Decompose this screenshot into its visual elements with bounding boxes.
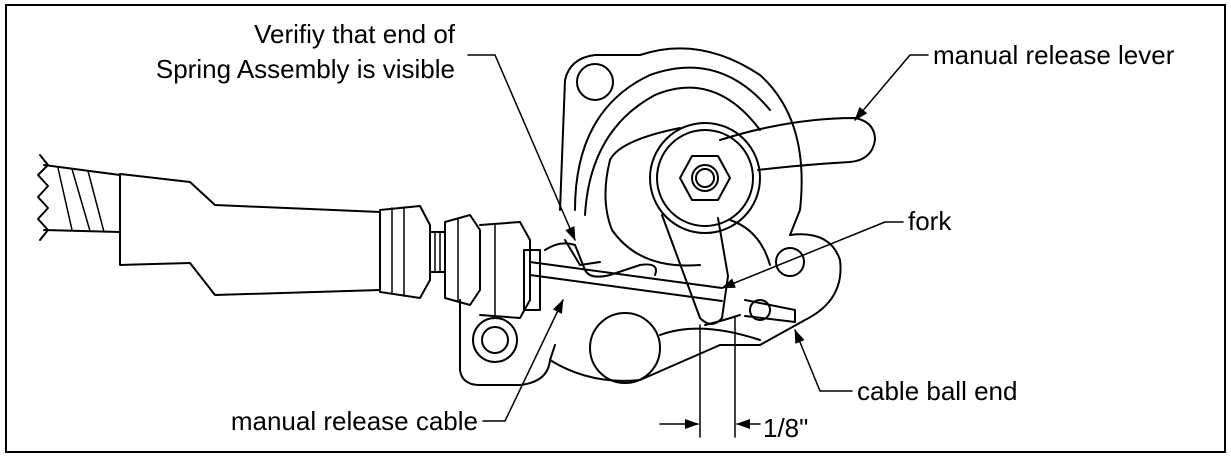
mount-hole-right — [775, 247, 805, 277]
lever-label: manual release lever — [933, 40, 1175, 70]
cable-label: manual release cable — [231, 406, 478, 436]
ball-end-label: cable ball end — [857, 376, 1017, 406]
leader-cable — [482, 299, 564, 422]
dimension-marker — [659, 317, 761, 438]
mount-hole-top — [576, 63, 614, 101]
cable-hose-assembly — [37, 154, 531, 319]
spring-label-line2: Spring Assembly is visible — [156, 54, 455, 84]
housing — [459, 47, 842, 386]
leader-fork — [721, 221, 904, 289]
cable-ball — [749, 299, 771, 321]
dimension-label: 1/8" — [763, 413, 808, 443]
leader-spring — [467, 54, 576, 241]
housing-boss — [589, 312, 661, 384]
frame-border — [5, 4, 1226, 453]
mount-hole-left — [472, 317, 518, 363]
hex-bolt — [679, 155, 731, 201]
cable-rod — [523, 249, 796, 326]
manual-release-lever — [649, 117, 876, 325]
fork-label: fork — [908, 206, 952, 236]
leader-lever — [854, 54, 929, 121]
leader-ball-end — [794, 329, 853, 392]
leader-lines — [467, 54, 929, 422]
spring-label-line1: Verifiy that end of — [254, 19, 456, 49]
